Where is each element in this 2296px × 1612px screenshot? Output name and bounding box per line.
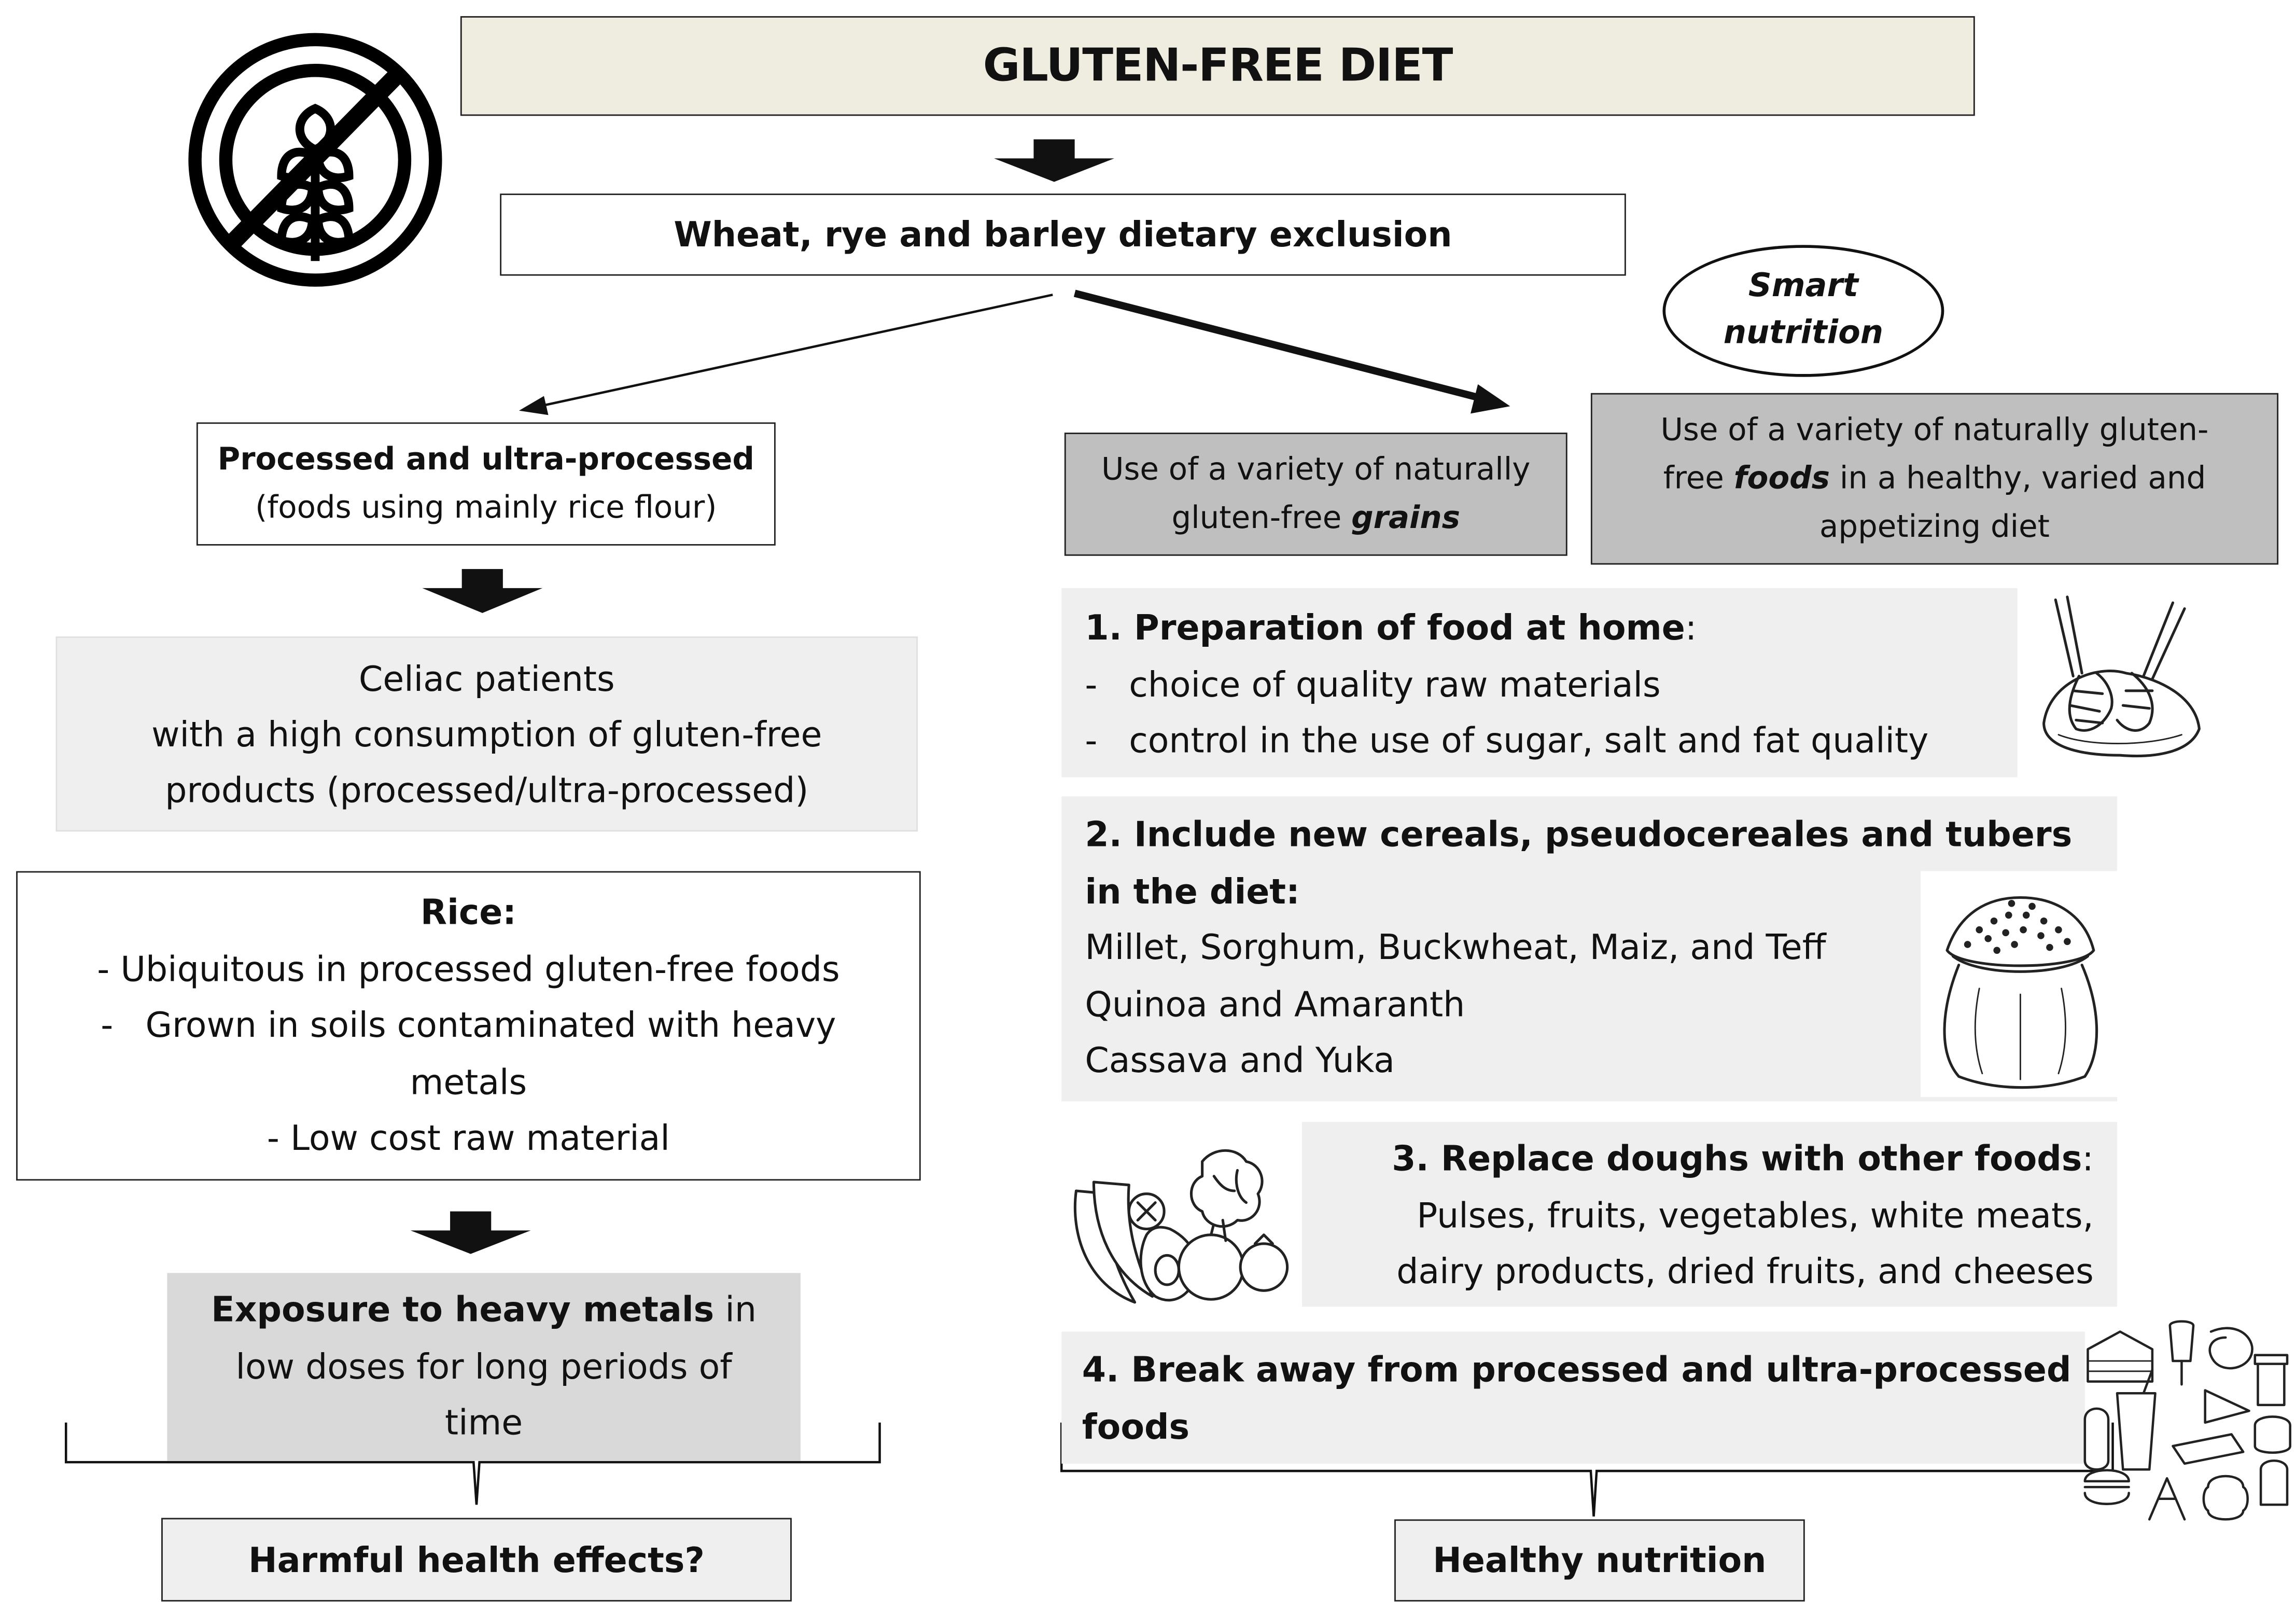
step2-title-1: 2. Include new cereals, pseudocereales a…	[1085, 814, 2073, 855]
step3-title-line: 3. Replace doughs with other foods:	[1302, 1131, 2094, 1187]
step2-line-3: Cassava and Yuka	[1085, 1039, 1395, 1081]
foods-line-2-pre: free	[1663, 460, 1734, 496]
step4-box: 4. Break away from processed and ultra-p…	[1061, 1331, 2085, 1464]
step1-item-2-text: control in the use of sugar, salt and fa…	[1129, 720, 1929, 761]
exposure-line-2: low doses for long periods of	[235, 1346, 732, 1387]
step2-title-2: in the diet:	[1085, 870, 1300, 912]
celiac-line-3: products (processed/ultra-processed)	[165, 769, 809, 811]
page-title: GLUTEN-FREE DIET	[983, 39, 1453, 93]
harmful-box: Harmful health effects?	[161, 1518, 792, 1602]
healthy-text: Healthy nutrition	[1433, 1539, 1767, 1581]
processed-food-icon	[2079, 1317, 2293, 1534]
step3-title: 3. Replace doughs with other foods	[1392, 1138, 2082, 1179]
grains-emphasis: grains	[1351, 500, 1461, 536]
rice-item-2-dash: -	[101, 1005, 114, 1046]
step1-item-2-dash: -	[1085, 720, 1098, 761]
grain-sack-icon	[1921, 871, 2118, 1097]
branch-arrow-left	[519, 294, 1053, 415]
celiac-box: Celiac patients with a high consumption …	[55, 636, 918, 832]
rice-item-2-cont: metals	[410, 1061, 527, 1103]
rice-item-3: - Low cost raw material	[267, 1118, 670, 1159]
rice-title: Rice:	[420, 892, 516, 934]
nutrition-label: nutrition	[1723, 315, 1884, 352]
foods-box: Use of a variety of naturally gluten- fr…	[1590, 393, 2279, 565]
step1-item-1-dash: -	[1085, 663, 1098, 705]
exposure-rest: in	[714, 1289, 757, 1331]
left-brace	[64, 1422, 881, 1505]
step1-colon: :	[1685, 607, 1697, 648]
fruits-vegetables-icon	[1061, 1132, 1296, 1314]
step3-box: 3. Replace doughs with other foods: Puls…	[1301, 1122, 2118, 1307]
kneading-dough-icon	[2029, 588, 2211, 764]
healthy-box: Healthy nutrition	[1394, 1519, 1805, 1602]
grains-line-2: gluten-free grains	[1171, 494, 1460, 543]
exposure-line-3: time	[445, 1402, 523, 1444]
step2-line-2: Quinoa and Amaranth	[1085, 983, 1465, 1025]
rice-box: Rice: - Ubiquitous in processed gluten-f…	[16, 871, 921, 1181]
processed-subtitle: (foods using mainly rice flour)	[255, 490, 717, 525]
step4-title-1: 4. Break away from processed and ultra-p…	[1082, 1349, 2071, 1391]
celiac-line-1: Celiac patients	[358, 658, 615, 699]
rice-item-1: - Ubiquitous in processed gluten-free fo…	[97, 948, 840, 990]
exposure-bold: Exposure to heavy metals	[211, 1289, 715, 1331]
processed-box: Processed and ultra-processed (foods usi…	[196, 422, 776, 546]
down-arrow-title	[994, 139, 1114, 182]
step4-title-2: foods	[1082, 1406, 1190, 1447]
down-arrow-rice	[410, 1211, 531, 1254]
step1-title-line: 1. Preparation of food at home:	[1085, 600, 2017, 656]
step3-colon: :	[2082, 1138, 2094, 1179]
exclusion-box: Wheat, rye and barley dietary exclusion	[500, 193, 1626, 276]
processed-title: Processed and ultra-processed	[217, 441, 754, 477]
step1-item-1: -choice of quality raw materials	[1085, 656, 2017, 713]
step3-line-1: Pulses, fruits, vegetables, white meats,	[1417, 1194, 2094, 1236]
step2-line-1: Millet, Sorghum, Buckwheat, Maiz, and Te…	[1085, 927, 1826, 968]
branch-arrow-right	[1073, 289, 1510, 414]
smart-nutrition-ellipse: Smart nutrition	[1662, 245, 1944, 377]
foods-emphasis: foods	[1733, 460, 1830, 496]
grains-line-1: Use of a variety of naturally	[1101, 451, 1531, 487]
grains-box: Use of a variety of naturally gluten-fre…	[1064, 433, 1567, 556]
down-arrow-processed	[422, 569, 543, 613]
exclusion-text: Wheat, rye and barley dietary exclusion	[674, 214, 1452, 255]
title-box: GLUTEN-FREE DIET	[460, 16, 1975, 116]
foods-line-2: free foods in a healthy, varied and	[1663, 455, 2206, 503]
step1-item-2: -control in the use of sugar, salt and f…	[1085, 713, 2017, 769]
harmful-text: Harmful health effects?	[248, 1539, 705, 1580]
step1-box: 1. Preparation of food at home: -choice …	[1061, 588, 2018, 777]
step1-title: 1. Preparation of food at home	[1085, 607, 1685, 648]
foods-line-1: Use of a variety of naturally gluten-	[1660, 412, 2209, 448]
foods-line-3: appetizing diet	[1819, 509, 2050, 545]
foods-line-2-post: in a healthy, varied and	[1830, 460, 2206, 496]
no-gluten-icon	[182, 30, 449, 290]
smart-label: Smart	[1748, 268, 1858, 305]
exposure-line-1: Exposure to heavy metals in	[211, 1282, 757, 1339]
grains-line-2-pre: gluten-free	[1171, 500, 1352, 536]
exposure-box: Exposure to heavy metals in low doses fo…	[167, 1273, 801, 1461]
step3-line-2: dairy products, dried fruits, and cheese…	[1396, 1250, 2094, 1293]
step1-item-1-text: choice of quality raw materials	[1129, 663, 1661, 705]
rice-item-2: -Grown in soils contaminated with heavy	[101, 997, 836, 1054]
celiac-line-2: with a high consumption of gluten-free	[151, 713, 822, 755]
rice-item-2-text: Grown in soils contaminated with heavy	[145, 1005, 836, 1046]
